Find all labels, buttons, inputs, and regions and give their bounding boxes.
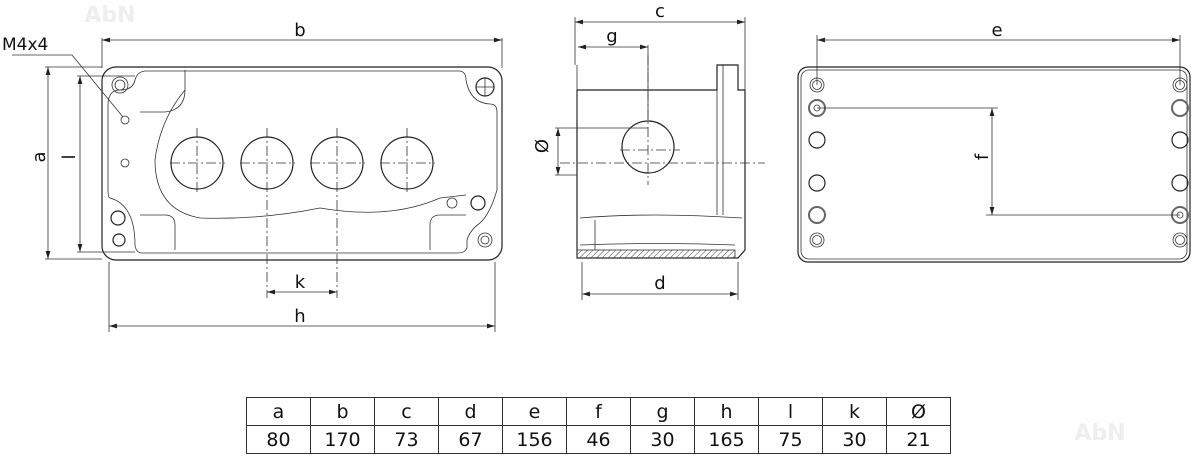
value-cell: 30 <box>822 425 887 454</box>
header-cell: d <box>438 397 503 426</box>
dim-label-g: g <box>606 26 617 47</box>
front-view <box>12 37 503 332</box>
watermark-logo: AbN <box>84 3 135 28</box>
thread-label: M4x4 <box>2 35 48 55</box>
value-cell: 75 <box>758 425 823 454</box>
watermark-logo: AbN <box>1074 421 1125 446</box>
side-view <box>555 17 765 300</box>
dim-label-d: d <box>654 273 665 294</box>
dim-label-diameter: Ø <box>532 139 553 153</box>
header-cell: e <box>502 397 567 426</box>
value-cell: 46 <box>566 425 631 454</box>
dim-label-f: f <box>972 153 993 160</box>
header-cell: l <box>758 397 823 426</box>
header-cell: a <box>246 397 311 426</box>
dim-label-b: b <box>294 20 305 41</box>
value-cell: 21 <box>886 425 951 454</box>
header-cell: b <box>310 397 375 426</box>
header-cell: k <box>822 397 887 426</box>
value-cell: 80 <box>246 425 311 454</box>
header-cell: c <box>374 397 439 426</box>
header-cell: f <box>566 397 631 426</box>
back-view <box>797 35 1191 263</box>
value-cell: 30 <box>630 425 695 454</box>
dim-label-l: l <box>59 154 80 159</box>
value-cell: 165 <box>694 425 759 454</box>
dim-label-a: a <box>29 151 50 162</box>
dim-label-k: k <box>295 272 306 293</box>
value-cell: 156 <box>502 425 567 454</box>
value-cell: 170 <box>310 425 375 454</box>
dim-label-e: e <box>991 20 1002 41</box>
header-cell: h <box>694 397 759 426</box>
dim-label-h: h <box>294 306 305 327</box>
header-cell: g <box>630 397 695 426</box>
value-cell: 73 <box>374 425 439 454</box>
dim-label-c: c <box>655 1 665 22</box>
header-cell: Ø <box>886 397 951 426</box>
value-cell: 67 <box>438 425 503 454</box>
